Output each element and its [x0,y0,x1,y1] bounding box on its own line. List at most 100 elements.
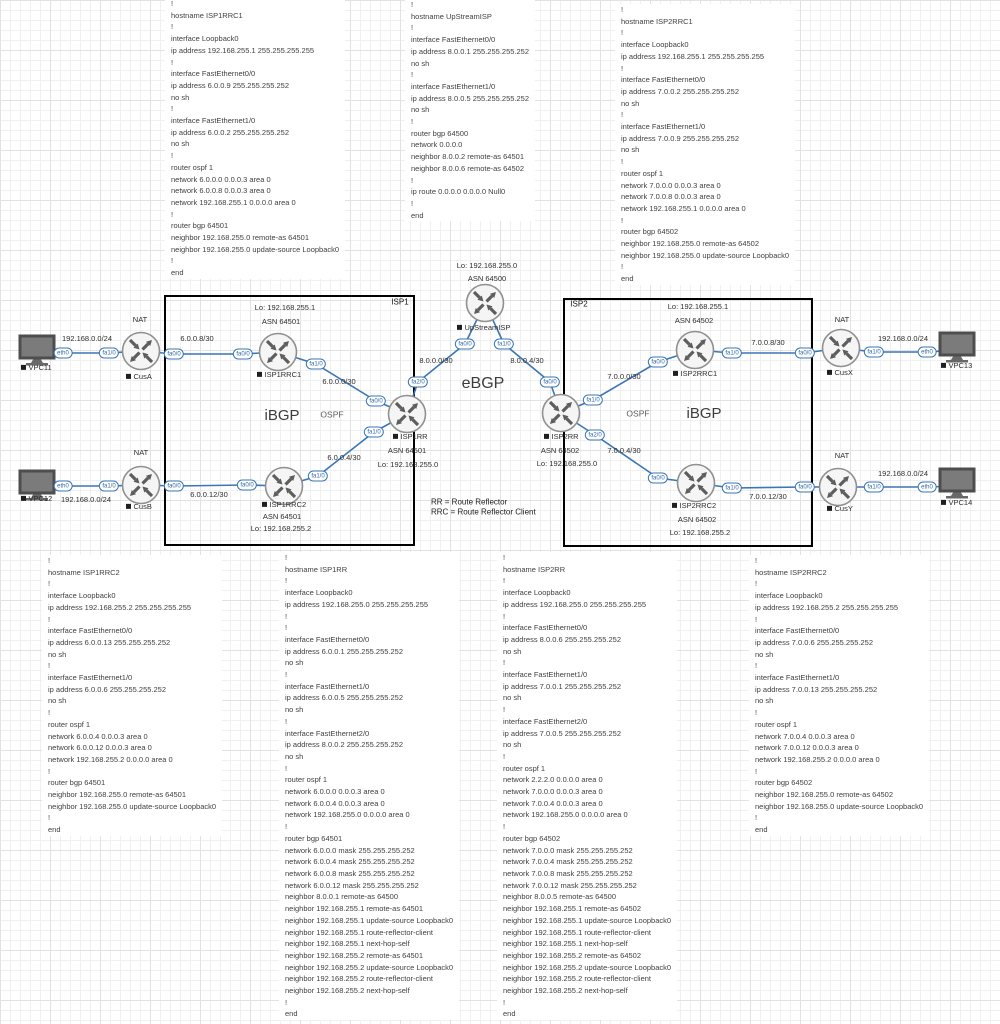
link-10 [694,347,842,354]
node-isp2rrc2[interactable] [676,463,716,503]
node-cusb[interactable] [121,465,161,505]
router-icon [387,394,427,434]
config-line: ip address 7.0.0.5 255.255.255.252 [503,728,622,738]
port-pill: fa1/0 [363,426,385,438]
config-line: ! [503,705,506,715]
config-line: neighbor 192.168.255.1 remote-as 64501 [285,904,424,914]
config-line: neighbor 192.168.255.1 next-hop-self [285,939,410,949]
config-line: neighbor 192.168.255.1 remote-as 64502 [503,904,642,914]
config-line: ! [48,708,51,718]
node-label-text: VPC14 [948,497,973,507]
node-label-text: VPC12 [28,493,53,503]
node-isp2rr[interactable] [541,393,581,433]
node-isp1rr[interactable] [387,394,427,434]
node-marker-square [544,433,549,439]
config-line: network 192.168.255.0 0.0.0.0 area 0 [503,810,628,820]
config-line: interface Loopback0 [48,591,116,601]
text-label: iBGP [686,404,722,422]
config-line: router ospf 1 [755,719,798,729]
port-pill: fa1/0 [582,394,604,406]
config-line: neighbor 192.168.255.0 update-source Loo… [48,801,217,811]
node-label-text: CusX [834,367,853,377]
port-pill: fa0/0 [647,356,669,368]
config-line: neighbor 192.168.255.0 update-source Loo… [171,244,340,254]
text-label: OSPF [320,409,344,420]
config-line: no sh [48,649,67,659]
port-pill: fa1/0 [493,338,515,350]
text-label: ASN 64500 [467,273,507,283]
node-marker-square [257,371,262,377]
config-line: network 192.168.255.1 0.0.0.0 area 0 [621,203,746,213]
node-marker-square [393,433,398,439]
node-upstreamisp[interactable] [465,283,505,323]
node-vpc12[interactable] [18,469,56,501]
port-pill: fa0/0 [794,347,816,359]
config-line: neighbor 8.0.0.6 remote-as 64502 [411,163,524,173]
config-line: end [48,825,61,835]
config-line: network 192.168.255.0 0.0.0.0 area 0 [285,810,410,820]
config-line: interface FastEthernet1/0 [285,681,370,691]
text-label: OSPF [626,408,650,419]
node-vpc11[interactable] [18,334,56,366]
config-line: network 7.0.0.12 0.0.0.3 area 0 [755,743,859,753]
config-line: network 6.0.0.8 0.0.0.3 area 0 [171,186,271,196]
node-vpc13[interactable] [938,331,976,363]
config-line: interface FastEthernet0/0 [171,69,256,79]
config-line: ! [48,813,51,823]
config-line: neighbor 192.168.255.1 update-source Loo… [285,915,454,925]
node-isp2rrc1[interactable] [675,330,715,370]
node-marker-square [827,505,832,511]
config-line: ! [503,611,506,621]
node-label-text: CusA [133,371,152,381]
config-line: neighbor 192.168.255.2 next-hop-self [285,986,410,996]
config-line: router ospf 1 [48,719,91,729]
config-line: network 192.168.255.1 0.0.0.0 area 0 [171,197,296,207]
node-isp1rrc2[interactable] [264,466,304,506]
config-line: neighbor 8.0.0.2 remote-as 64501 [411,152,524,162]
node-label-cusa: CusA [126,371,152,381]
config-line: ! [411,117,414,127]
config-line: no sh [48,696,67,706]
router-icon [675,330,715,370]
config-line: network 0.0.0.0 [411,140,463,150]
node-marker-square [941,499,946,505]
config-line: ip route 0.0.0.0 0.0.0.0 Null0 [411,187,506,197]
config-line: router bgp 64502 [755,778,813,788]
config-line: ! [171,57,174,67]
config-line: no sh [171,139,190,149]
config-line: ! [411,70,414,80]
text-label: ASN 64502 [540,445,580,455]
config-line: ! [48,556,51,565]
text-label: 7.0.0.12/30 [749,491,787,501]
node-vpc14[interactable] [938,467,976,499]
node-isp1rrc1[interactable] [258,332,298,372]
config-line: network 6.0.0.8 mask 255.255.255.252 [285,868,415,878]
config-line: no sh [621,145,640,155]
config-line: no sh [285,751,304,761]
node-cusa[interactable] [121,331,161,371]
config-line: ! [503,822,506,832]
node-cusy[interactable] [818,467,858,507]
config-line: hostname ISP1RR [285,564,348,574]
text-label: RR = Route Reflector [431,497,508,507]
node-label-isp2rrc1: ISP2RRC1 [673,369,717,378]
text-label: ISP2 [570,299,588,309]
config-line: interface FastEthernet1/0 [755,673,840,683]
text-label: 6.0.0.12/30 [190,489,228,499]
config-line: no sh [621,98,640,108]
port-pill: eth0 [917,346,937,358]
config-line: interface Loopback0 [621,40,689,50]
config-line: hostname ISP1RRC1 [171,10,243,20]
pc-monitor-icon [938,331,976,363]
config-line: no sh [755,649,774,659]
node-cusx[interactable] [821,328,861,368]
config-line: neighbor 192.168.255.2 route-reflector-c… [503,974,652,984]
config-line: hostname ISP2RRC2 [755,567,827,577]
text-label: eBGP [461,375,505,393]
config-line: network 7.0.0.8 mask 255.255.255.252 [503,868,633,878]
